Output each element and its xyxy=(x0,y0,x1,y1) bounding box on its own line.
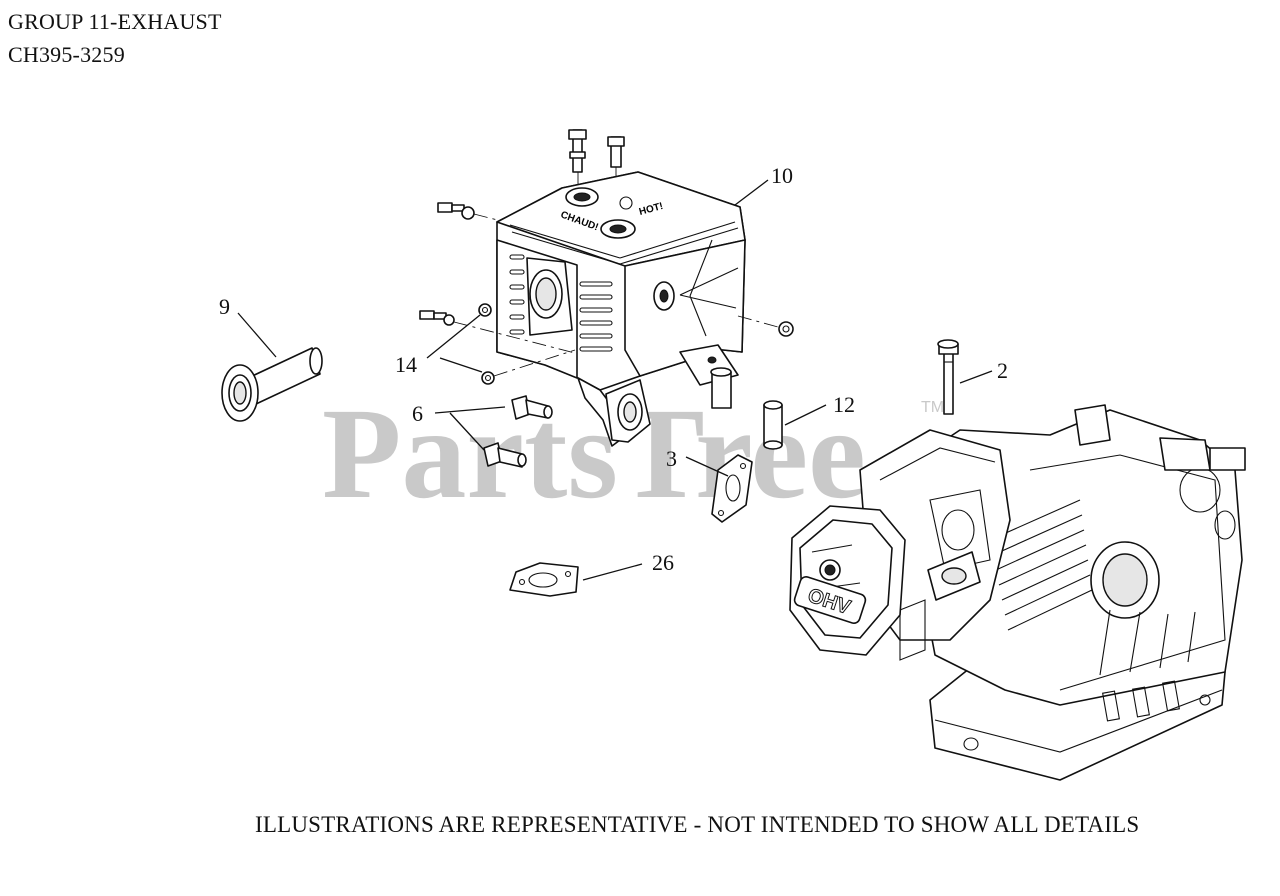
fastener-part-14-stud[interactable] xyxy=(419,310,576,354)
spacer-part-12[interactable] xyxy=(763,400,783,450)
gasket-part-26[interactable] xyxy=(509,562,579,597)
callout-2: 2 xyxy=(959,358,1008,384)
callout-label-3: 3 xyxy=(666,446,677,471)
callout-label-9: 9 xyxy=(219,294,230,319)
callout-label-14: 14 xyxy=(395,352,417,377)
callout-6: 6 xyxy=(412,401,506,451)
bolt-part-6-lower[interactable] xyxy=(483,442,527,468)
callout-label-10: 10 xyxy=(771,163,793,188)
muffler-part-10[interactable]: CHAUD! HOT! xyxy=(437,129,746,447)
stud-part-2[interactable] xyxy=(937,339,959,415)
callout-12: 12 xyxy=(784,392,855,426)
muffler-side-stud-upper xyxy=(437,202,475,220)
gasket-part-3[interactable] xyxy=(711,454,753,523)
engine-cylinder-fins xyxy=(989,499,1093,631)
callout-10: 10 xyxy=(734,163,793,206)
callout-label-6: 6 xyxy=(412,401,423,426)
callout-26: 26 xyxy=(582,550,674,581)
muffler-top-vents xyxy=(509,221,739,265)
spark-arrestor-part-9[interactable] xyxy=(221,347,323,422)
callout-9: 9 xyxy=(219,294,277,358)
fastener-part-14-bolt-upper[interactable] xyxy=(478,303,492,317)
muffler-side-bolt xyxy=(737,315,794,337)
muffler-top-stud-right xyxy=(607,136,625,168)
diagram-group-title: GROUP 11-EXHAUST xyxy=(8,9,222,34)
callout-label-2: 2 xyxy=(997,358,1008,383)
watermark-trademark: TM xyxy=(921,399,944,416)
diagram-disclaimer: ILLUSTRATIONS ARE REPRESENTATIVE - NOT I… xyxy=(255,812,1140,837)
diagram-model-number: CH395-3259 xyxy=(8,42,125,67)
callout-14: 14 xyxy=(395,314,483,377)
callout-3: 3 xyxy=(666,446,729,477)
engine-block: OHV xyxy=(789,404,1246,781)
callout-label-12: 12 xyxy=(833,392,855,417)
muffler-front-vents xyxy=(509,254,613,352)
bolt-part-6-upper[interactable] xyxy=(511,395,553,420)
muffler-top-stud-left xyxy=(568,129,587,173)
fastener-part-14-bolt-lower[interactable] xyxy=(481,349,576,385)
callout-label-26: 26 xyxy=(652,550,674,575)
